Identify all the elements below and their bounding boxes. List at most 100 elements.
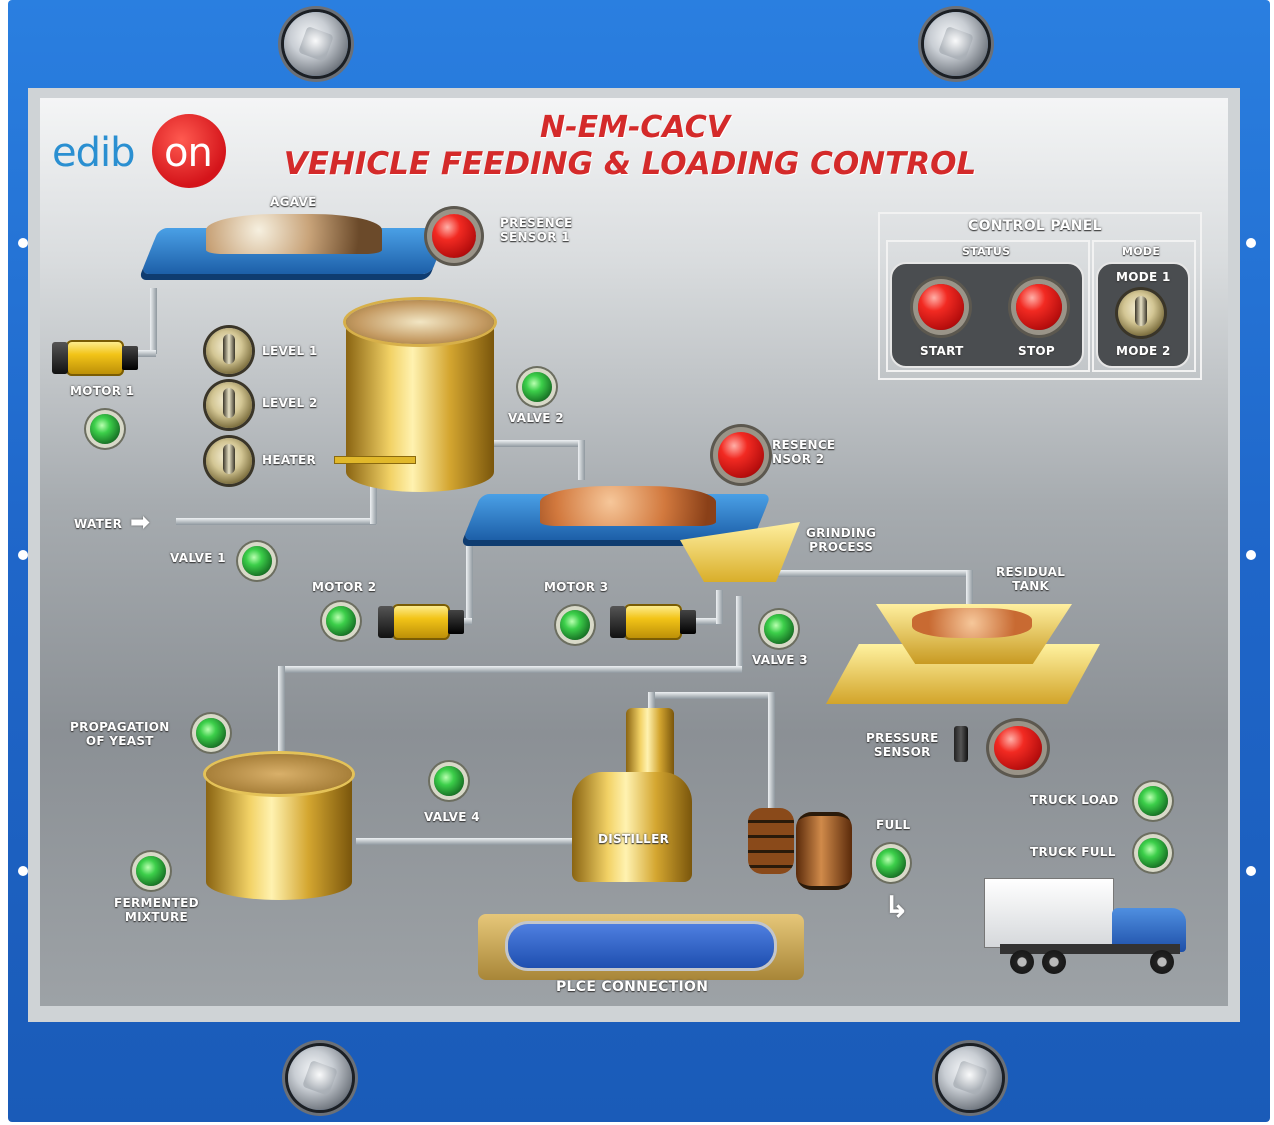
page-title: VEHICLE FEEDING & LOADING CONTROL [283,146,977,182]
pipe [370,480,377,524]
pipe [768,692,775,810]
full-led [876,848,906,878]
mode-1-label: MODE 1 [1116,270,1171,284]
distiller-label: DISTILLER [598,832,670,846]
control-panel [878,212,1202,380]
plce-connection-label: PLCE CONNECTION [556,979,709,995]
truck-full-label: TRUCK FULL [1030,845,1116,859]
pipe [966,570,973,606]
valve-4-led [434,766,464,796]
mount-hole-icon [1246,550,1256,560]
pipe [150,288,157,354]
valve-1-label: VALVE 1 [170,551,226,565]
logo-circle-icon [152,114,226,188]
grinding-process-label: GRINDING PROCESS [806,526,877,554]
screw-icon [288,1046,352,1110]
right-arrow-icon: ➡ [130,508,151,536]
fermented-mixture-led [136,856,166,886]
truck-wheel-icon [1010,950,1034,974]
water-label: WATER [74,517,123,531]
motor-3-icon [610,604,696,640]
level-2-label: LEVEL 2 [262,396,318,410]
motor-2-label: MOTOR 2 [312,580,377,594]
status-group [886,240,1090,372]
mount-hole-icon [1246,238,1256,248]
heating-tank [346,318,494,492]
agave-pile [206,214,382,254]
residual-tank-label: RESIDUAL TANK [996,565,1066,593]
valve-4-label: VALVE 4 [424,810,480,824]
plce-connector[interactable] [478,914,804,980]
fermented-mixture-label: FERMENTED MIXTURE [114,896,199,924]
pipe [680,618,720,625]
stop-button[interactable] [1016,284,1062,330]
barrel-icon [748,808,794,874]
distiller-top [626,708,674,784]
status-title: STATUS [962,245,1011,258]
pipe [356,838,572,845]
pressure-sensor-button[interactable] [994,726,1042,770]
pipe [494,440,584,447]
screw-icon [938,1046,1002,1110]
level-2-switch[interactable] [206,382,252,428]
start-button[interactable] [918,284,964,330]
motor-1-icon [52,340,138,376]
propagation-of-yeast-label: PROPAGATION OF YEAST [70,720,170,748]
level-1-switch[interactable] [206,328,252,374]
screw-icon [284,12,348,76]
mode-title: MODE [1122,245,1161,258]
down-right-arrow-icon: ↳ [884,890,910,925]
pipe [278,666,742,673]
residual-pile [912,608,1032,638]
distiller-body [572,772,692,882]
heater-label: HEATER [262,453,317,467]
heater-element-icon [334,456,416,464]
truck-wheel-icon [1042,950,1066,974]
motor-1-led [90,414,120,444]
mode-group [1092,240,1196,372]
motor-3-label: MOTOR 3 [544,580,609,594]
pressure-sensor-icon [954,726,968,762]
motor-3-led [560,610,590,640]
presence-sensor-2-label: RESENCE NSOR 2 [772,438,836,466]
edibon-logo: edib on [52,108,232,188]
start-label: START [920,344,964,358]
truck-wheel-icon [1150,950,1174,974]
barrel-icon [796,812,852,890]
valve-1-led [242,546,272,576]
pressure-sensor-label: PRESSURE SENSOR [866,731,939,759]
presence-sensor-2-button[interactable] [718,432,764,478]
model-title: N-EM-CACV [540,110,730,145]
presence-sensor-1-button[interactable] [432,214,476,258]
valve-3-led [764,614,794,644]
pipe [176,518,376,525]
mount-hole-icon [18,550,28,560]
logo-text-left: edib [52,130,136,176]
heater-switch[interactable] [206,438,252,484]
stop-label: STOP [1018,344,1056,358]
cooked-agave-pile [540,486,716,526]
propagation-of-yeast-led [196,718,226,748]
truck-load-led [1138,786,1168,816]
pipe [466,546,473,622]
agave-label: AGAVE [270,195,317,209]
truck-cargo-box [984,878,1114,948]
valve-2-led [522,372,552,402]
mode-selector-switch[interactable] [1118,290,1164,336]
pipe [278,666,285,772]
pipe [716,590,723,624]
valve-3-label: VALVE 3 [752,653,808,667]
pipe [124,350,156,357]
full-label: FULL [876,818,911,832]
screw-icon [924,12,988,76]
mount-hole-icon [18,238,28,248]
mount-hole-icon [1246,866,1256,876]
logo-text-right: on [164,130,213,176]
truck-load-label: TRUCK LOAD [1030,793,1119,807]
yeast-tank-top [206,754,352,794]
tank-top [346,300,494,344]
db-port-icon [508,924,774,968]
presence-sensor-1-label: PRESENCE SENSOR 1 [500,216,573,244]
mount-hole-icon [18,866,28,876]
level-1-label: LEVEL 1 [262,344,318,358]
